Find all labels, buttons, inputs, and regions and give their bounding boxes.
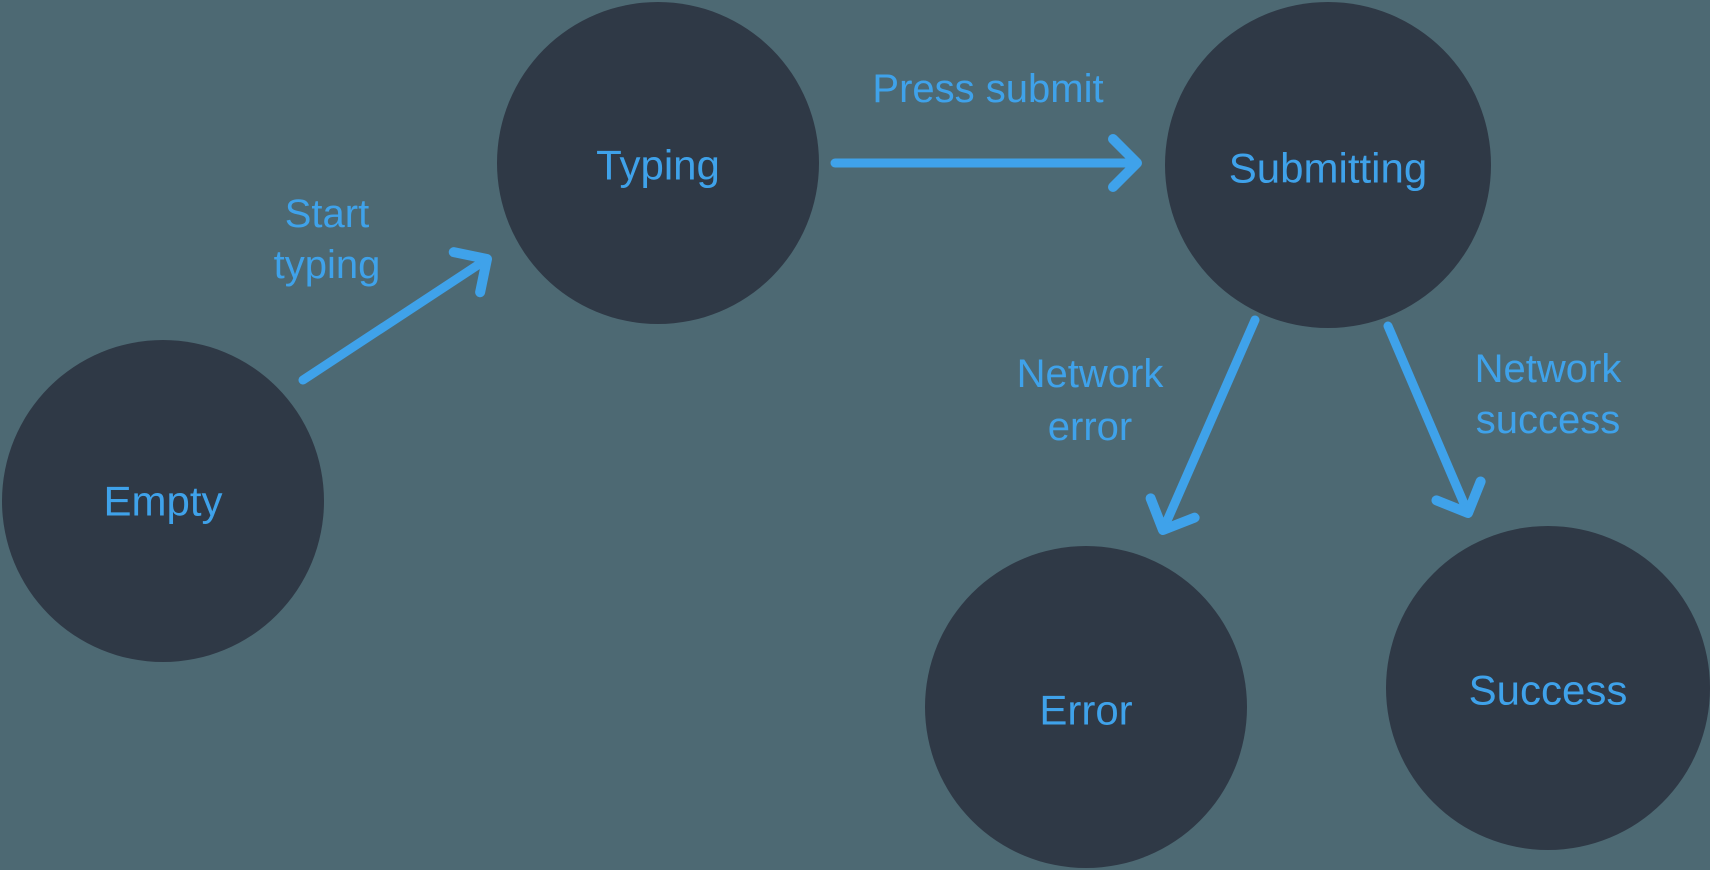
node-label-submitting: Submitting (1229, 145, 1427, 192)
edge-label-network-error-line-1: Network (1017, 352, 1165, 396)
edge-label-start-typing-line-1: Start (285, 192, 369, 236)
node-typing: Typing (497, 2, 819, 324)
node-empty: Empty (2, 340, 324, 662)
node-submitting: Submitting (1165, 2, 1491, 328)
node-circle-success (1386, 526, 1710, 850)
edge-network-success: Network success (1383, 321, 1623, 518)
edge-network-error: Network error (1017, 315, 1260, 535)
node-label-success: Success (1469, 667, 1628, 714)
edge-label-press-submit: Press submit (872, 67, 1103, 111)
edge-arrow-start-typing (298, 247, 492, 385)
edge-press-submit: Press submit (830, 67, 1142, 192)
edge-arrow-network-error (1145, 315, 1260, 535)
edge-label-network-error-line-2: error (1048, 405, 1132, 449)
node-label-empty: Empty (103, 478, 222, 525)
edge-start-typing: Start typing (274, 192, 492, 385)
node-label-error: Error (1039, 687, 1132, 734)
edge-label-network-success-line-2: success (1476, 398, 1621, 442)
node-circle-error (925, 546, 1247, 868)
node-circle-submitting (1165, 2, 1491, 328)
node-circle-empty (2, 340, 324, 662)
edge-label-start-typing-line-2: typing (274, 243, 381, 287)
node-label-typing: Typing (596, 142, 720, 189)
edge-arrow-network-success (1383, 321, 1486, 518)
node-error: Error (925, 546, 1247, 868)
node-success: Success (1386, 526, 1710, 850)
edge-label-network-success-line-1: Network (1475, 347, 1623, 391)
node-circle-typing (497, 2, 819, 324)
